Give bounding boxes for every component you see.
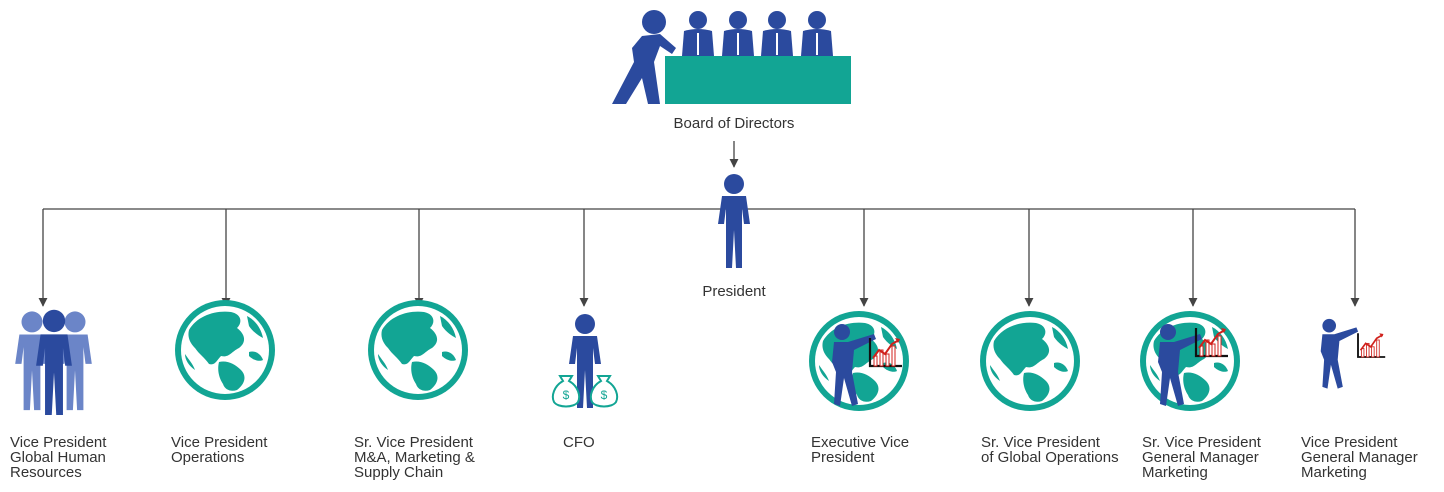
globe-icon xyxy=(175,300,275,400)
report-label-evp: Executive Vice President xyxy=(811,434,910,466)
president-label: President xyxy=(702,283,766,300)
report-label-cfo: CFO xyxy=(563,434,595,451)
globe-presenter-chart-icon xyxy=(1140,311,1240,411)
presenter-chart-icon xyxy=(1320,318,1387,389)
globe-icon xyxy=(980,311,1080,411)
report-label-global-ops: Sr. Vice President of Global Operations xyxy=(981,434,1119,466)
report-label-hr: Vice President Global Human Resources xyxy=(10,434,107,481)
report-label-operations: Vice President Operations xyxy=(171,434,268,466)
board-of-directors-label: Board of Directors xyxy=(673,115,795,132)
board-meeting-icon xyxy=(612,10,851,104)
report-label-ma: Sr. Vice President M&A, Marketing & Supp… xyxy=(354,434,475,481)
person-icon xyxy=(718,174,750,268)
connectors xyxy=(38,141,1360,307)
report-label-vp-marketing: Vice President General Manager Marketing xyxy=(1301,434,1418,481)
team-icon xyxy=(15,309,92,416)
report-label-svp-marketing: Sr. Vice President General Manager Marke… xyxy=(1142,434,1261,481)
globe-icon xyxy=(368,300,468,400)
person-money-bags-icon xyxy=(551,314,619,408)
globe-presenter-chart-icon xyxy=(809,311,909,411)
